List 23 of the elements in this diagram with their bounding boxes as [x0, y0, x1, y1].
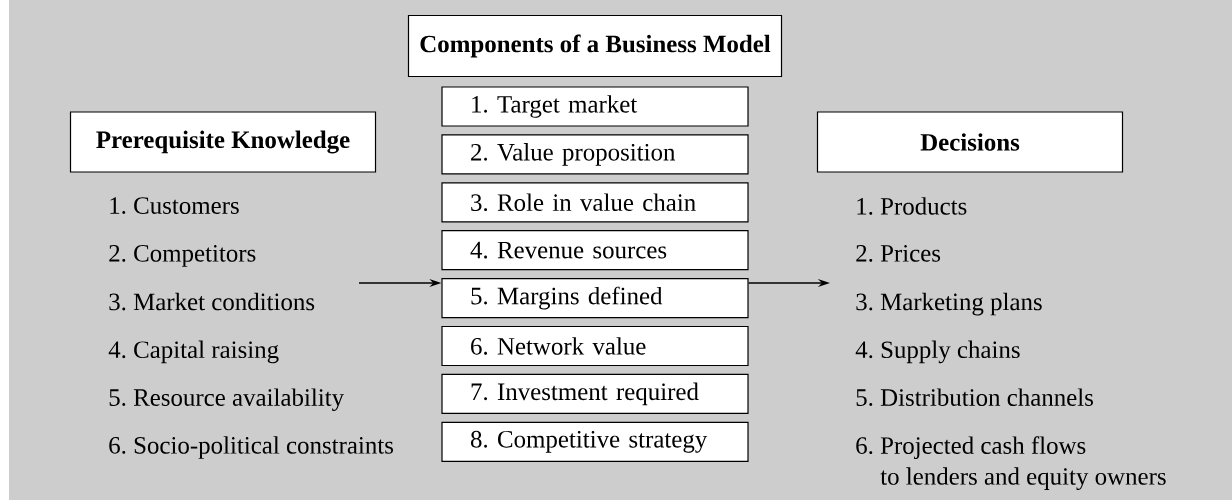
list-item: 1. Customers [110, 197, 239, 215]
list-item: 4. Supply chains [855, 340, 1020, 364]
header-box: Prerequisite Knowledge [69, 111, 377, 173]
list-item: 5. Resource availability [109, 388, 344, 412]
list-item: 3. Market conditions [109, 292, 315, 311]
list-item: 2. Competitors [109, 245, 256, 267]
component-box: 1. Target market [441, 86, 749, 127]
list-item: 6. Socio-political constraints [109, 436, 394, 459]
component-box: 4. Revenue sources [441, 230, 749, 271]
component-box: 5. Margins defined [441, 278, 749, 319]
header-box: Components of a Business Model [407, 14, 783, 78]
header-box: Decisions [816, 111, 1124, 173]
list-item: 1. Products [857, 197, 967, 215]
list-item: 2. Prices [856, 245, 941, 262]
component-box: 2. Value proposition [441, 134, 749, 175]
component-box: 7. Investment required [441, 373, 749, 414]
list-item: 4. Capital raising [108, 340, 279, 364]
component-box: 8. Competitive strategy [441, 421, 749, 462]
list-item: 6. Projected cash flows to lenders and equity owners [856, 436, 1166, 490]
component-box: 3. Role in value chain [441, 182, 749, 223]
list-item: 3. Marketing plans [856, 292, 1042, 316]
list-item: 5. Distribution channels [856, 388, 1093, 407]
component-box: 6. Network value [441, 325, 749, 367]
